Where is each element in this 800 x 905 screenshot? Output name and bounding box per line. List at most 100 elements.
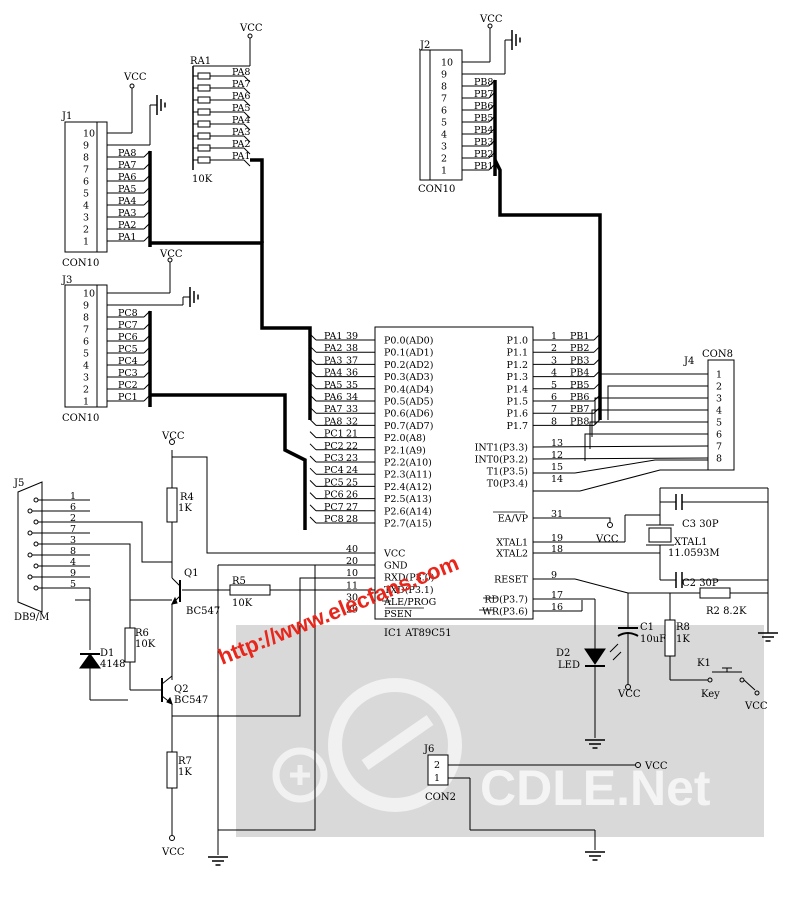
ic1-net-PC8: PC8 xyxy=(324,514,344,525)
ic1-net-PB4: PB4 xyxy=(570,368,589,379)
j2-net-PB3: PB3 xyxy=(474,137,493,148)
j1-pin-2: 2 xyxy=(83,225,89,236)
j4-type: CON8 xyxy=(702,349,733,360)
ic1-pin-40-num: 40 xyxy=(346,544,358,555)
j3-net-PC3: PC3 xyxy=(118,368,138,379)
j3-pin-1: 1 xyxy=(83,397,89,408)
ic1-pin-4-name: P1.3 xyxy=(506,372,528,383)
c1-value: 10uF xyxy=(640,634,666,645)
ic1-net-PC1: PC1 xyxy=(324,429,344,440)
j6-ref: J6 xyxy=(423,744,434,755)
ic1-net-PA6: PA6 xyxy=(324,392,342,403)
c2-ref: C2 30P xyxy=(682,578,719,589)
j3-pin-3: 3 xyxy=(83,373,89,384)
q1-value: BC547 xyxy=(186,606,220,617)
ra1-ref: RA1 xyxy=(190,56,211,67)
ic1-pin-5-num: 5 xyxy=(551,380,557,391)
xtal1-ref: XTAL1 xyxy=(674,537,707,548)
q1-vcc-label: VCC xyxy=(161,431,185,442)
ic1-pin-8-name: P1.7 xyxy=(506,421,528,432)
ic1-pin-11-num: 11 xyxy=(346,580,358,591)
ic1-pin-15-name: T1(P3.5) xyxy=(487,467,528,478)
r7-value: 1K xyxy=(178,767,192,778)
j3-pin-4: 4 xyxy=(83,361,89,372)
ic1-pin-22-num: 22 xyxy=(346,441,358,452)
ic1-name: IC1 AT89C51 xyxy=(384,628,452,639)
ic1-net-PA2: PA2 xyxy=(324,343,342,354)
j2-pin-9: 9 xyxy=(441,70,447,81)
ic1-net-PB3: PB3 xyxy=(570,355,589,366)
ic1-pin-10-name: RXD(P3.0) xyxy=(384,573,434,584)
j6-vcc-label: VCC xyxy=(644,761,668,772)
d1-ref: D1 xyxy=(100,648,114,659)
j5-type: DB9/M xyxy=(14,612,49,623)
ic1-pin-2-num: 2 xyxy=(551,343,557,354)
ic1-pin-27-num: 27 xyxy=(346,502,358,513)
ic1-pin-30-name: ALE/PROG xyxy=(383,597,436,608)
j1-type: CON10 xyxy=(62,258,99,269)
j2-pin-5: 5 xyxy=(441,118,447,129)
j5-pin-1: 1 xyxy=(70,491,76,502)
ic1-pin-18-num: 18 xyxy=(551,544,563,555)
q2-vcc-label: VCC xyxy=(161,847,185,858)
j1-pin-4: 4 xyxy=(83,201,89,212)
ic1-pin-35-num: 35 xyxy=(346,380,358,391)
ic1-pin-36-num: 36 xyxy=(346,368,358,379)
ic1-net-PB1: PB1 xyxy=(570,331,589,342)
ic1-net-PB2: PB2 xyxy=(570,343,589,354)
j3-ref: J3 xyxy=(61,275,72,286)
ic1-pin-12-num: 12 xyxy=(551,450,563,461)
ic1-pin-17-name: RD(P3.7) xyxy=(484,595,528,606)
c1-vcc-label: VCC xyxy=(617,689,641,700)
watermark-panel xyxy=(236,625,764,837)
j1-net-PA5: PA5 xyxy=(118,184,136,195)
ic1-pin-14-num: 14 xyxy=(551,474,563,485)
j4-ref: J4 xyxy=(683,356,694,367)
ic1-pin-12-name: INT0(P3.2) xyxy=(475,455,528,466)
j1-net-PA2: PA2 xyxy=(118,220,136,231)
ra1-net-PA3: PA3 xyxy=(232,127,250,138)
ic1-net-PB6: PB6 xyxy=(570,392,589,403)
j2-net-PB7: PB7 xyxy=(474,89,493,100)
j3-pin-6: 6 xyxy=(83,337,89,348)
j5-pin-3: 3 xyxy=(70,535,76,546)
j5-pin-8: 8 xyxy=(70,546,76,557)
j1-pin-10: 10 xyxy=(83,129,95,140)
d1-value: 4148 xyxy=(100,659,125,670)
j2-pin-8: 8 xyxy=(441,82,447,93)
reset-circuit xyxy=(533,578,768,696)
j4-pin-7: 7 xyxy=(716,442,722,453)
j6-type: CON2 xyxy=(425,792,456,803)
ic1-pin-13-name: INT1(P3.3) xyxy=(475,443,528,454)
ra1-resistor xyxy=(197,72,211,80)
ic1-pin-26-num: 26 xyxy=(346,490,358,501)
ic1-pin-39-name: P0.0(AD0) xyxy=(384,336,433,347)
j3-net-PC8: PC8 xyxy=(118,308,138,319)
j5-pin-2: 2 xyxy=(70,513,76,524)
ic1-pin-19-name: XTAL1 xyxy=(496,538,528,549)
ic1-pin-27-name: P2.6(A14) xyxy=(384,506,432,517)
r5-value: 10K xyxy=(232,598,253,609)
j1-net-PA7: PA7 xyxy=(118,160,136,171)
ic1-pin-24-num: 24 xyxy=(346,465,358,476)
ra1-resistor xyxy=(197,108,211,116)
ic1-pin-34-num: 34 xyxy=(346,392,358,403)
ic1-pin-8-num: 8 xyxy=(551,416,557,427)
watermark-site: CDLE.Net xyxy=(480,760,711,816)
ic1-pin-23-name: P2.2(A10) xyxy=(384,458,432,469)
ic1-pin-26-name: P2.5(A13) xyxy=(384,494,432,505)
ic1-pin-6-name: P1.5 xyxy=(506,397,528,408)
j3-pin-8: 8 xyxy=(83,313,89,324)
ic1-net-PA1: PA1 xyxy=(324,331,342,342)
r4-ref: R4 xyxy=(180,492,194,503)
r8-value: 1K xyxy=(676,634,690,645)
ic1-pin-17-num: 17 xyxy=(551,590,563,601)
j1-net-PA3: PA3 xyxy=(118,208,136,219)
ea-vcc-label: VCC xyxy=(595,534,619,545)
j1-pin-3: 3 xyxy=(83,213,89,224)
ic1-pin-40-name: VCC xyxy=(383,549,405,560)
ic1-pin-29-num: 29 xyxy=(346,605,358,616)
q2-ref: Q2 xyxy=(174,684,189,695)
c1-ref: C1 xyxy=(640,622,654,633)
ic1-pin-37-name: P0.2(AD2) xyxy=(384,360,433,371)
